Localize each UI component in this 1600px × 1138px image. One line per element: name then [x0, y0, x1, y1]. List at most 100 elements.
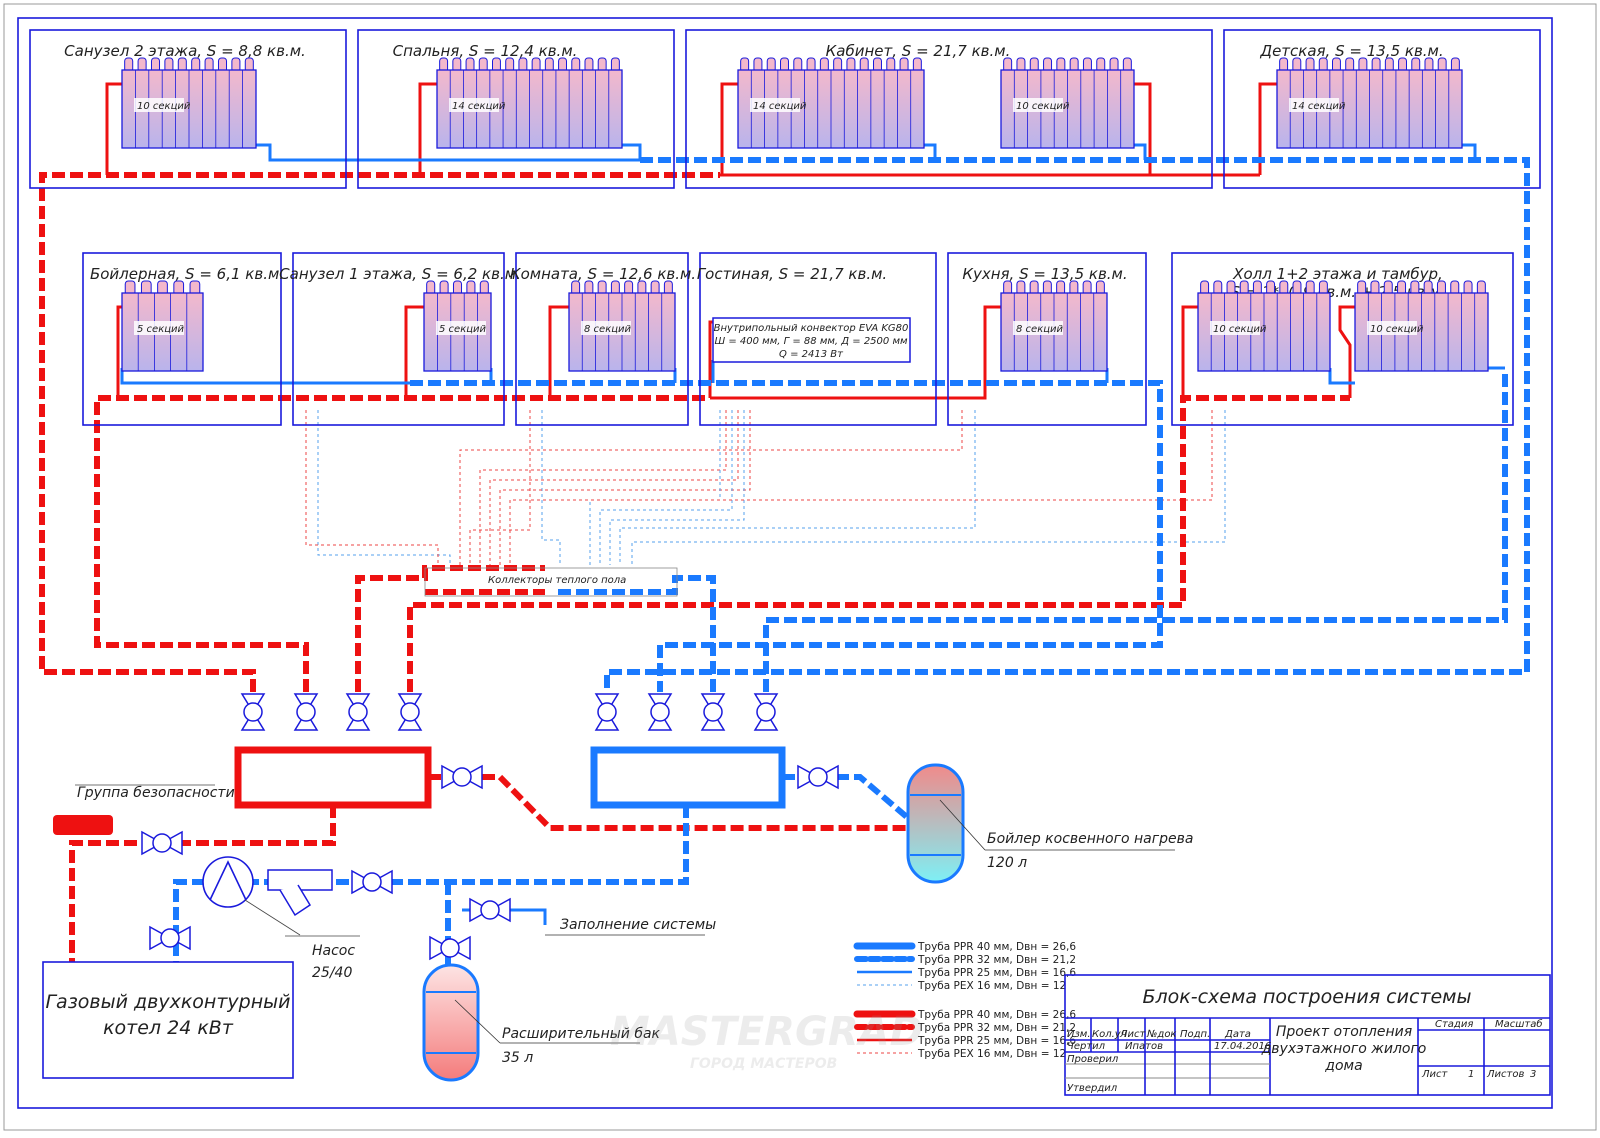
- sheets-label: Листов: [1486, 1069, 1524, 1080]
- floor-heating-collectors: Коллекторы теплого пола: [424, 567, 678, 597]
- watermark-logo: MASTERGRAD ГОРОД МАСТЕРОВ: [610, 1009, 923, 1072]
- radiator: 5 секций: [121, 280, 204, 372]
- ball-valve-icon[interactable]: [293, 693, 319, 731]
- approved-label: Утвердил: [1067, 1083, 1118, 1094]
- collectors-label: Коллекторы теплого пола: [488, 575, 626, 586]
- floor-heating-pex-lines: [305, 410, 1226, 565]
- ball-valve-icon[interactable]: [429, 935, 471, 961]
- indirect-boiler-label: Бойлер косвенного нагрева: [987, 831, 1193, 847]
- legend: Труба PPR 40 мм, Dвн = 26,6 Труба PPR 32…: [853, 941, 1076, 1060]
- svg-text:MASTERGRAD: MASTERGRAD: [610, 1009, 923, 1055]
- room-title: Холл 1+2 этажа и тамбур,: [1232, 265, 1443, 283]
- radiator-sections: 5 секций: [439, 324, 487, 335]
- ball-valve-icon[interactable]: [647, 693, 673, 731]
- room-title: Бойлерная, S = 6,1 кв.м.: [90, 265, 284, 283]
- pump-model: 25/40: [312, 965, 352, 981]
- ball-valve-icon[interactable]: [469, 897, 511, 923]
- radiator: 10 секций: [1354, 280, 1489, 372]
- convector-line-3: Q = 2413 Вт: [779, 349, 844, 360]
- room: Холл 1+2 этажа и тамбур,S = 2*10,9 кв.м.…: [1171, 252, 1514, 426]
- pump-label: Насос: [312, 943, 355, 959]
- radiator-sections: 5 секций: [137, 324, 185, 335]
- project-name-2: двухэтажного жилого: [1261, 1041, 1427, 1057]
- radiator-sections: 10 секций: [137, 101, 191, 112]
- expansion-tank: [422, 963, 640, 1082]
- gas-boiler-label-2: котел 24 кВт: [103, 1017, 234, 1039]
- project-name-1: Проект отопления: [1276, 1024, 1412, 1040]
- room-title: Детская, S = 13,5 кв.м.: [1259, 42, 1443, 60]
- drawing-title: Блок-схема построения системы: [1142, 986, 1471, 1008]
- drawing-frame: [17, 17, 1553, 1109]
- legend-blue-1: Труба PPR 40 мм, Dвн = 26,6: [917, 941, 1076, 953]
- room-title: Кухня, S = 13,5 кв.м.: [962, 265, 1127, 283]
- ball-valve-icon[interactable]: [753, 693, 779, 731]
- ball-valve-icon[interactable]: [700, 693, 726, 731]
- radiator: 8 секций: [1000, 280, 1108, 372]
- ball-valve-icon[interactable]: [141, 830, 183, 856]
- sheet-number: 1: [1468, 1069, 1474, 1080]
- col-izm: Изм.: [1067, 1029, 1091, 1040]
- room: Санузел 1 этажа, S = 6,2 кв.м. 5 секций: [279, 252, 521, 426]
- legend-blue-4: Труба PEX 16 мм, Dвн = 12: [917, 980, 1066, 992]
- ball-valve-icon[interactable]: [441, 764, 483, 790]
- radiator: 14 секций: [1276, 57, 1463, 149]
- fill-label: Заполнение системы: [560, 917, 716, 933]
- ball-valve-icon[interactable]: [797, 764, 839, 790]
- project-name-3: дома: [1324, 1058, 1362, 1074]
- room-title: Кабинет, S = 21,7 кв.м.: [826, 42, 1011, 60]
- floor-convector: Внутрипольный конвектор EVA KG80 Ш = 400…: [712, 317, 911, 363]
- radiator: 10 секций: [1000, 57, 1135, 149]
- pump-icon: [202, 856, 360, 937]
- scale-label: Масштаб: [1495, 1018, 1543, 1030]
- drawn-label: Чертил: [1067, 1041, 1106, 1052]
- legend-red-4: Труба PEX 16 мм, Dвн = 12: [917, 1048, 1066, 1060]
- radiator: 14 секций: [436, 57, 623, 149]
- drawn-by: Ипатов: [1125, 1041, 1163, 1052]
- col-podp: Подп.: [1180, 1029, 1210, 1040]
- radiator: 10 секций: [1197, 280, 1331, 372]
- ball-valve-icon[interactable]: [345, 693, 371, 731]
- indirect-boiler-volume: 120 л: [987, 855, 1027, 871]
- radiator: 8 секций: [568, 280, 676, 372]
- radiator: 10 секций: [121, 57, 257, 149]
- room-title: Санузел 1 этажа, S = 6,2 кв.м.: [279, 265, 521, 283]
- gas-boiler: [42, 961, 294, 1079]
- stage-label: Стадия: [1435, 1019, 1473, 1030]
- convector-line-2: Ш = 400 мм, Г = 88 мм, Д = 2500 мм: [714, 336, 908, 347]
- legend-red-2: Труба PPR 32 мм, Dвн = 21,2: [917, 1022, 1076, 1034]
- ball-valve-icon[interactable]: [397, 693, 423, 731]
- safety-group-icon: [53, 815, 113, 835]
- radiator-sections: 10 секций: [1016, 101, 1070, 112]
- room: Комната, S = 12,6 кв.м.8 секций: [510, 252, 696, 426]
- col-kol: Кол.уч: [1092, 1029, 1127, 1040]
- title-block: Блок-схема построения системы Изм. Кол.у…: [1064, 974, 1551, 1096]
- radiator: 5 секций: [423, 280, 492, 372]
- sheet-label: Лист: [1421, 1069, 1449, 1080]
- safety-group-label: Группа безопасности: [77, 785, 235, 801]
- room: Гостиная, S = 21,7 кв.м.: [697, 252, 937, 426]
- ball-valve-icon[interactable]: [594, 693, 620, 731]
- room-title: Гостиная, S = 21,7 кв.м.: [697, 265, 887, 283]
- valves: [141, 693, 839, 961]
- legend-blue-3: Труба PPR 25 мм, Dвн = 16,6: [917, 967, 1076, 979]
- radiator-sections: 10 секций: [1370, 324, 1424, 335]
- convector-line-1: Внутрипольный конвектор EVA KG80: [714, 323, 909, 334]
- col-list: Лист: [1119, 1029, 1147, 1040]
- sheets-count: 3: [1530, 1069, 1536, 1080]
- radiator-sections: 8 секций: [1016, 324, 1064, 335]
- col-doc: №док: [1146, 1029, 1176, 1040]
- indirect-boiler: [906, 763, 1175, 884]
- col-date: Дата: [1224, 1029, 1251, 1040]
- room: Кухня, S = 13,5 кв.м. 8 секций: [947, 252, 1147, 426]
- radiator-sections: 10 секций: [1213, 324, 1267, 335]
- ball-valve-icon[interactable]: [240, 693, 266, 731]
- legend-red-3: Труба PPR 25 мм, Dвн = 16,6: [917, 1035, 1076, 1047]
- ball-valve-icon[interactable]: [149, 925, 191, 951]
- gas-boiler-label-1: Газовый двухконтурный: [45, 991, 290, 1013]
- room-title: Комната, S = 12,6 кв.м.: [510, 265, 696, 283]
- ball-valve-icon[interactable]: [351, 869, 393, 895]
- room-title: Санузел 2 этажа, S = 8,8 кв.м.: [64, 42, 306, 60]
- room-title: Спальня, S = 12,4 кв.м.: [393, 42, 578, 60]
